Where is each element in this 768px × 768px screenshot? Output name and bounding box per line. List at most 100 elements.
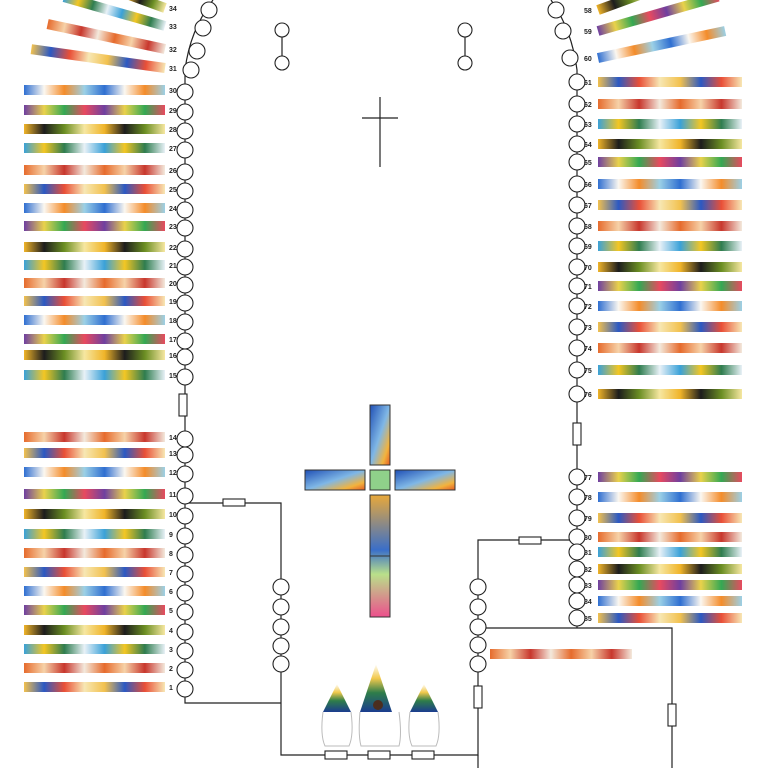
column-circle bbox=[176, 680, 194, 698]
window-number: 66 bbox=[584, 182, 592, 189]
window-strip-70 bbox=[598, 262, 742, 272]
window-number: 67 bbox=[584, 203, 592, 210]
column-circle bbox=[568, 217, 586, 235]
column-circle bbox=[568, 609, 586, 627]
window-strip-77 bbox=[598, 472, 742, 482]
window-strip-74 bbox=[598, 343, 742, 353]
window-strip-68 bbox=[598, 221, 742, 231]
column-circle bbox=[176, 219, 194, 237]
column-circle bbox=[176, 642, 194, 660]
column-circle bbox=[568, 153, 586, 171]
column-circle bbox=[272, 578, 290, 596]
column-circle bbox=[176, 122, 194, 140]
column-circle bbox=[568, 297, 586, 315]
window-strip-19 bbox=[24, 296, 165, 306]
column-circle bbox=[188, 42, 206, 60]
window-strip-65 bbox=[598, 157, 742, 167]
window-number: 12 bbox=[169, 470, 177, 477]
cross-symbol bbox=[362, 97, 398, 167]
column-circle bbox=[176, 623, 194, 641]
window-number: 5 bbox=[169, 608, 173, 615]
column-circle bbox=[568, 560, 586, 578]
window-number: 79 bbox=[584, 516, 592, 523]
window-strip-75 bbox=[598, 365, 742, 375]
column-circle bbox=[176, 182, 194, 200]
window-strip-62 bbox=[598, 99, 742, 109]
column-circle bbox=[554, 22, 572, 40]
window-number: 77 bbox=[584, 475, 592, 482]
window-number: 19 bbox=[169, 299, 177, 306]
window-number: 11 bbox=[169, 492, 177, 499]
column-circle bbox=[176, 313, 194, 331]
column-circle bbox=[568, 468, 586, 486]
window-strip-5 bbox=[24, 605, 165, 615]
window-number: 22 bbox=[169, 245, 177, 252]
window-strip-26 bbox=[24, 165, 165, 175]
column-circle bbox=[176, 163, 194, 181]
window-number: 4 bbox=[169, 628, 173, 635]
window-number: 85 bbox=[584, 616, 592, 623]
column-circle bbox=[568, 385, 586, 403]
column-circle bbox=[568, 318, 586, 336]
column-circle bbox=[568, 576, 586, 594]
column-circle bbox=[176, 141, 194, 159]
window-number: 58 bbox=[584, 8, 592, 15]
column-circle bbox=[272, 637, 290, 655]
window-strip-4 bbox=[24, 625, 165, 635]
window-strip-80 bbox=[598, 532, 742, 542]
window-strip-11 bbox=[24, 489, 165, 499]
column-circle bbox=[568, 361, 586, 379]
window-strip-81 bbox=[598, 547, 742, 557]
column-circle bbox=[568, 543, 586, 561]
window-number: 8 bbox=[169, 551, 173, 558]
window-number: 71 bbox=[584, 284, 592, 291]
window-strip-8 bbox=[24, 548, 165, 558]
window-number: 59 bbox=[584, 29, 592, 36]
window-strip-27 bbox=[24, 143, 165, 153]
column-circle bbox=[469, 655, 487, 673]
window-strips bbox=[24, 0, 742, 692]
window-strip-14 bbox=[24, 432, 165, 442]
window-number: 26 bbox=[169, 168, 177, 175]
column-circle bbox=[176, 603, 194, 621]
column-circle bbox=[200, 1, 218, 19]
column-circle bbox=[176, 661, 194, 679]
window-number: 31 bbox=[169, 66, 177, 73]
window-strip-30 bbox=[24, 85, 165, 95]
window-number: 82 bbox=[584, 567, 592, 574]
column-circle bbox=[469, 578, 487, 596]
column-circle bbox=[568, 592, 586, 610]
window-number: 1 bbox=[169, 685, 173, 692]
window-strip-82 bbox=[598, 564, 742, 574]
window-number: 60 bbox=[584, 56, 592, 63]
window-strip-28 bbox=[24, 124, 165, 134]
window-strip-71 bbox=[598, 281, 742, 291]
window-number: 78 bbox=[584, 495, 592, 502]
column-circle bbox=[568, 258, 586, 276]
window-strip-64 bbox=[598, 139, 742, 149]
window-strip-33 bbox=[62, 0, 167, 31]
window-strip-67 bbox=[598, 200, 742, 210]
column-circle bbox=[568, 175, 586, 193]
window-strip-12 bbox=[24, 467, 165, 477]
window-strip-83 bbox=[598, 580, 742, 590]
window-number: 65 bbox=[584, 160, 592, 167]
window-number: 16 bbox=[169, 353, 177, 360]
window-strip-66 bbox=[598, 179, 742, 189]
column-circle bbox=[176, 332, 194, 350]
window-number: 18 bbox=[169, 318, 177, 325]
column-circle bbox=[568, 95, 586, 113]
column-circle bbox=[568, 509, 586, 527]
window-strip-60 bbox=[596, 26, 727, 63]
window-strip-22 bbox=[24, 242, 165, 252]
window-strip-69 bbox=[598, 241, 742, 251]
column-circle bbox=[176, 368, 194, 386]
window-strip-85 bbox=[598, 613, 742, 623]
window-number: 20 bbox=[169, 281, 177, 288]
window-number: 7 bbox=[169, 570, 173, 577]
window-number: 23 bbox=[169, 224, 177, 231]
window-number: 61 bbox=[584, 80, 592, 87]
window-number: 24 bbox=[169, 206, 177, 213]
column-circle bbox=[568, 135, 586, 153]
window-number: 80 bbox=[584, 535, 592, 542]
